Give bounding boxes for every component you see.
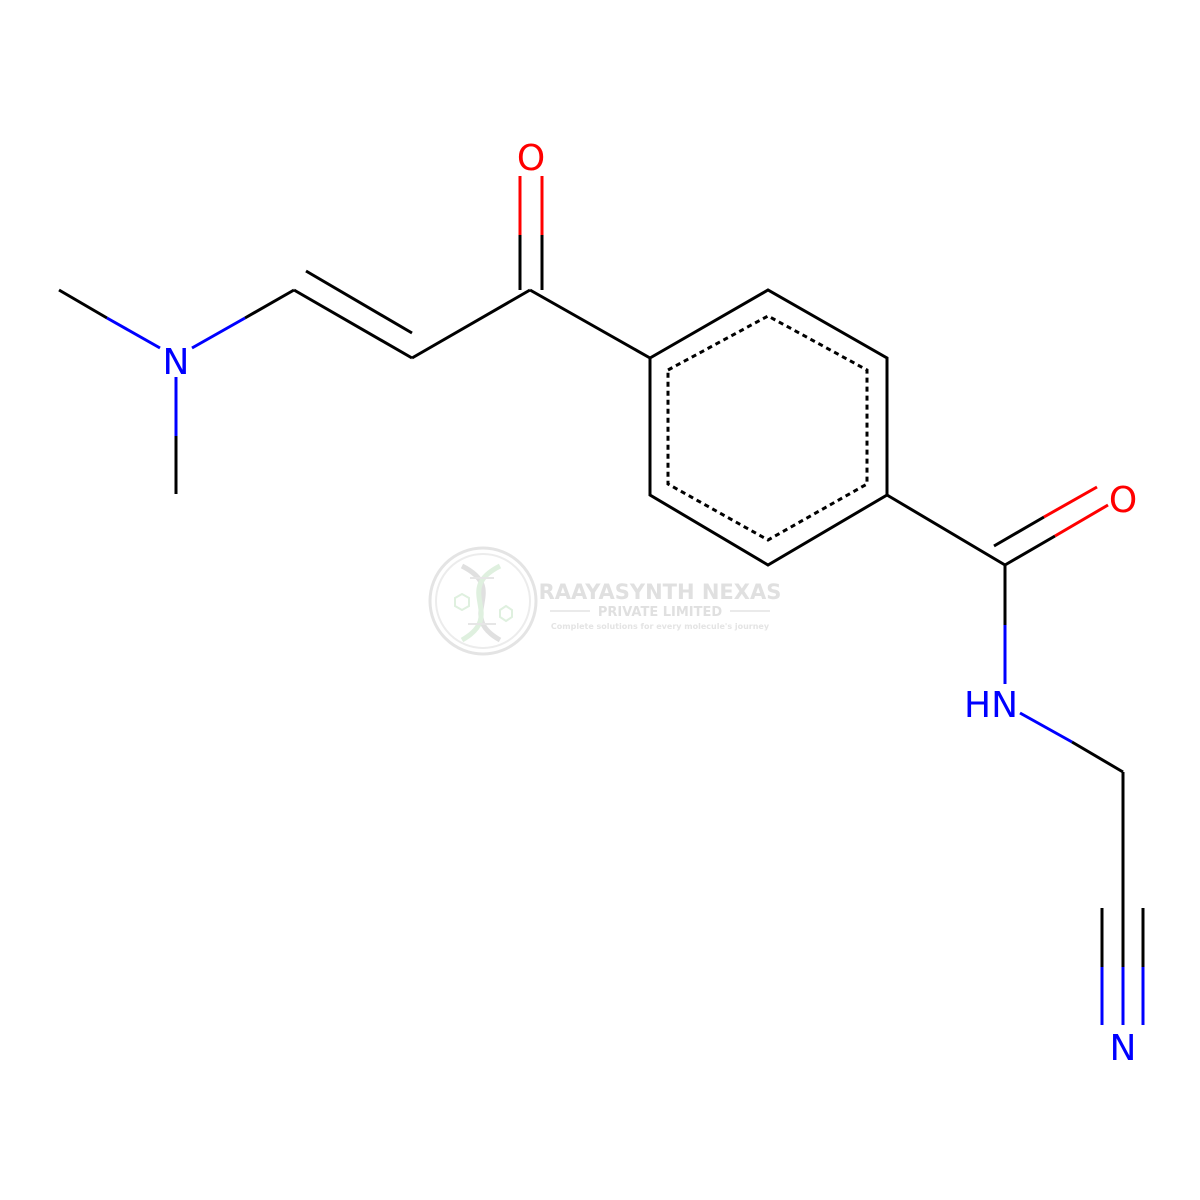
atom-n-nitrile: N [1110, 1028, 1137, 1069]
atom-o-ketone: O [517, 138, 545, 179]
bond-ring-amide [886, 493, 1006, 567]
bond-methyl1-n [106, 316, 161, 350]
bond-amide-co [1043, 485, 1098, 519]
atom-n-amine: N [163, 342, 190, 383]
watermark-subtitle: PRIVATE LIMITED [598, 605, 723, 620]
bond-n-ch2 [1071, 740, 1124, 774]
bond-n-vinyl [244, 288, 295, 320]
bond-carbonyl-ring [529, 288, 651, 360]
watermark: RAAYASYNTH NEXAS PRIVATE LIMITED Complet… [428, 546, 782, 656]
benzene-ring [648, 288, 889, 567]
bond-amide-co [993, 515, 1045, 548]
bond-n-ch2 [1019, 711, 1073, 744]
bond-vinyl-double [293, 288, 413, 360]
bond-n-vinyl [191, 316, 246, 350]
benzene-aromatic-circle [666, 314, 869, 542]
bond-amide-co [1054, 503, 1109, 538]
atom-nh-amide: HN [964, 685, 1018, 726]
bond-amide-co [1004, 534, 1056, 567]
bond-vinyl-carbonyl [411, 288, 531, 360]
atom-o-amide: O [1109, 480, 1137, 521]
bond-methyl1-n [58, 288, 108, 320]
bond-vinyl-double-inner [305, 269, 413, 335]
watermark-company: RAAYASYNTH NEXAS [539, 580, 782, 604]
dna-logo-icon [428, 546, 538, 656]
watermark-tagline: Complete solutions for every molecule's … [551, 622, 770, 631]
